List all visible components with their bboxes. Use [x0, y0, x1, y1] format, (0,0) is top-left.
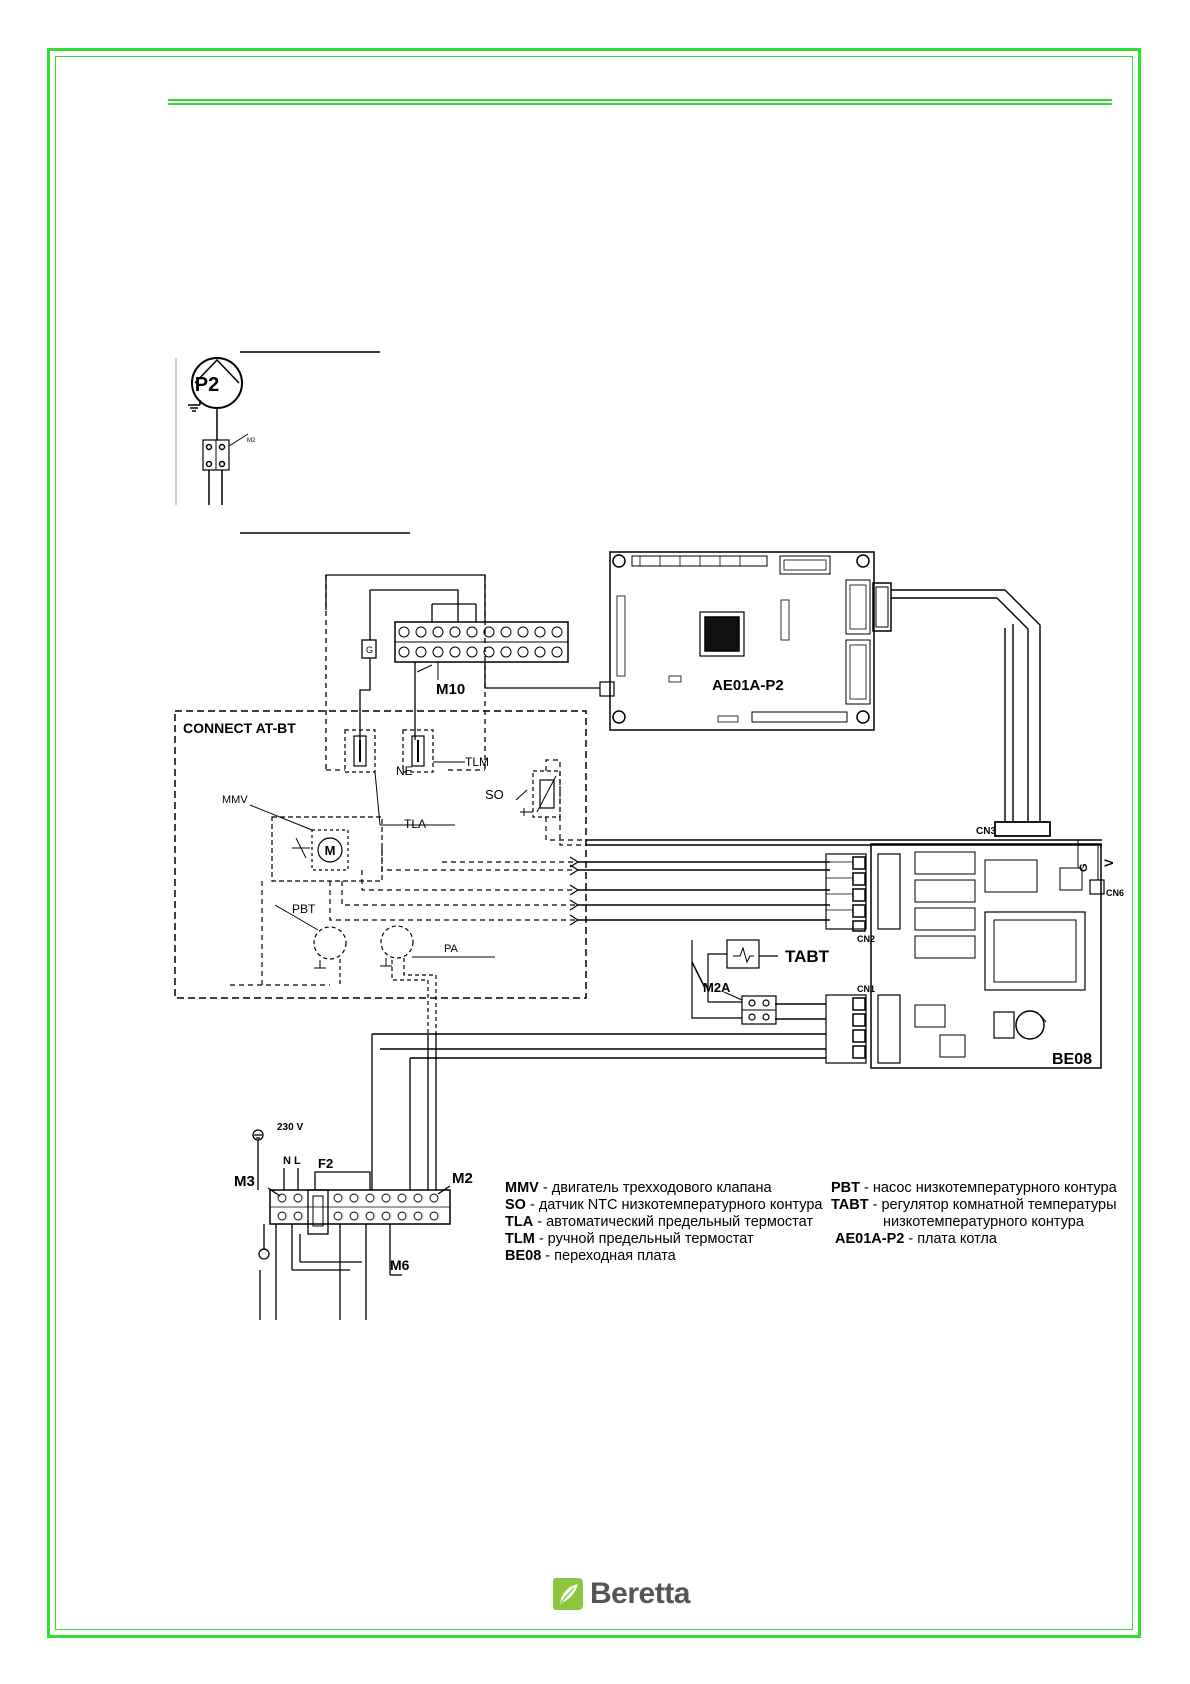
connect-at-bt-box	[174, 710, 587, 999]
tla-tlm-thermostats	[344, 729, 465, 826]
legend-item: TLM - ручной предельный термостат	[505, 1231, 754, 1247]
so-sensor	[515, 759, 586, 846]
m2a-label: M2A	[703, 980, 731, 995]
pa-label: PA	[444, 943, 459, 955]
page-frame-inner	[55, 56, 1133, 1630]
so-label: SO	[485, 787, 504, 802]
m10-label: M10	[436, 681, 465, 698]
be08-board	[825, 840, 1105, 1069]
pbt-label: PBT	[292, 902, 316, 916]
beretta-leaf-icon	[553, 1578, 583, 1610]
m3-label: M3	[234, 1173, 255, 1190]
legend-item: AE01A-P2 - плата котла	[835, 1231, 997, 1247]
m2-label: M2	[452, 1170, 473, 1187]
legend-item: PBT - насос низкотемпературного контура	[831, 1180, 1117, 1196]
legend-item: BE08 - переходная плата	[505, 1248, 676, 1264]
legend-item: TABT - регулятор комнатной температуры	[831, 1197, 1117, 1213]
g-box-label: G	[366, 645, 373, 655]
motor-label: M	[325, 843, 336, 858]
cn2-label: CN2	[857, 934, 875, 944]
legend-item: MMV - двигатель трехходового клапана	[505, 1180, 772, 1196]
legend-item: SO - датчик NTC низкотемпературного конт…	[505, 1197, 823, 1213]
v-label: V	[1102, 859, 1116, 867]
arrow-heads	[569, 856, 580, 926]
tabt-label: TABT	[785, 947, 830, 966]
n-l-label: N L	[283, 1155, 301, 1167]
cn3-label: CN3	[976, 826, 996, 837]
cn3-connector	[994, 821, 1051, 837]
g-label: G	[1078, 863, 1090, 872]
be08-label: BE08	[1052, 1051, 1092, 1068]
legend-item: низкотемпературного контура	[883, 1214, 1084, 1230]
voltage-label: 230 V	[277, 1122, 303, 1133]
ae01a-p2-board	[599, 551, 892, 731]
m6-label: M6	[390, 1257, 410, 1273]
beretta-logo: Beretta	[552, 1572, 690, 1616]
p2-label: P2	[195, 374, 219, 396]
m10-wiring	[325, 574, 600, 771]
connect-at-bt-label: CONNECT AT-BT	[183, 720, 296, 736]
m2-small-label: M2	[247, 438, 256, 444]
beretta-logo-text: Beretta	[590, 1577, 690, 1610]
tabt-m2a	[691, 939, 778, 1025]
ne-label: NE	[396, 764, 413, 778]
pbt-pa-pumps	[274, 904, 495, 1035]
f2-label: F2	[318, 1156, 333, 1171]
mmv-motor	[230, 804, 576, 986]
cn1-wires	[372, 1003, 826, 1059]
p2-pump-detail	[175, 351, 410, 534]
cn1-label: CN1	[857, 984, 875, 994]
ae01a-p2-label: AE01A-P2	[712, 677, 784, 694]
cn6-label: CN6	[1106, 888, 1124, 898]
tla-label: TLA	[404, 817, 426, 831]
legend-item: TLA - автоматический предельный термоста…	[505, 1214, 813, 1230]
page-frame-outer	[47, 48, 1141, 1638]
m10-terminal-strip	[394, 621, 569, 663]
long-wires	[578, 589, 1102, 921]
mmv-label: MMV	[222, 794, 248, 806]
power-terminals	[252, 1034, 451, 1320]
tlm-label: TLM	[465, 755, 489, 769]
header-rule	[168, 99, 1112, 105]
